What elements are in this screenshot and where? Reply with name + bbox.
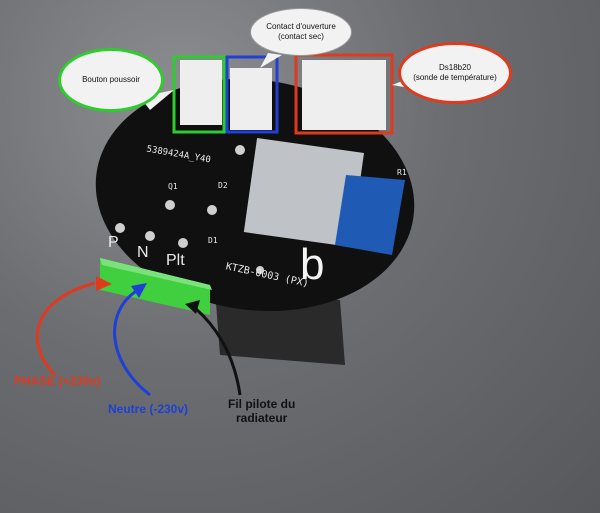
antenna-area	[335, 175, 405, 255]
opening-contact-highlight	[225, 55, 279, 134]
phase-label: PHASE (+230v)	[14, 374, 101, 388]
pilot-label: Fil pilote du radiateur	[228, 397, 296, 425]
temp-sensor-highlight	[294, 53, 394, 135]
temp-sensor-connector	[302, 60, 386, 130]
push-button-callout: Bouton poussoir	[58, 48, 164, 112]
solder-pads	[115, 145, 264, 274]
opening-contact-callout: Contact d'ouverture (contact sec)	[250, 8, 352, 56]
temp-sensor-callout: Ds18b20 (sonde de température)	[398, 42, 512, 104]
terminal-label-plt: Plt	[166, 252, 185, 269]
terminal-label-n: N	[137, 244, 149, 261]
esp-module-shield	[243, 137, 365, 248]
opening-contact-connector	[230, 68, 272, 130]
component-r1: R1	[397, 168, 407, 177]
component-q1: Q1	[168, 182, 178, 191]
terminal-block	[100, 258, 210, 315]
terminal-label-p: P	[108, 234, 119, 251]
push-button-connector	[180, 60, 222, 125]
component-d1: D1	[208, 236, 218, 245]
phase-arrow	[35, 281, 96, 377]
brand-logo: b	[300, 240, 325, 289]
component-d2: D2	[218, 181, 228, 190]
push-button-highlight	[172, 55, 226, 134]
pilot-arrow	[194, 306, 242, 396]
neutral-label: Neutre (-230v)	[108, 402, 189, 416]
neutral-arrow	[113, 288, 151, 397]
